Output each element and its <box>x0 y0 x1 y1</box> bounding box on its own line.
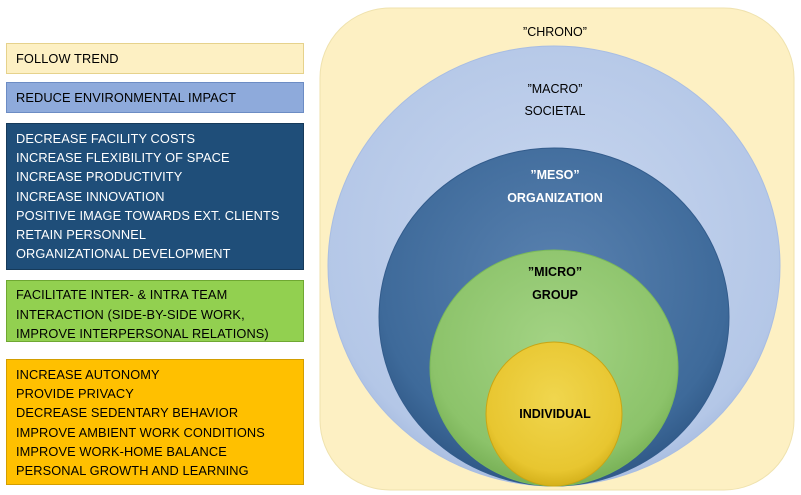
goal-item: INCREASE PRODUCTIVITY <box>16 169 183 185</box>
goal-item: FACILITATE INTER- & INTRA TEAM <box>16 287 228 302</box>
goal-item: IMPROVE AMBIENT WORK CONDITIONS <box>16 424 265 440</box>
goal-item: INTERACTION (SIDE-BY-SIDE WORK, <box>16 306 245 322</box>
goal-box-environment: REDUCE ENVIRONMENTAL IMPACT <box>6 82 304 113</box>
goal-item: INCREASE INNOVATION <box>16 188 165 204</box>
goal-item: DECREASE SEDENTARY BEHAVIOR <box>16 405 239 421</box>
meso-label: ”MESO” <box>530 168 580 182</box>
goal-item: IMPROVE INTERPERSONAL RELATIONS) <box>16 326 269 341</box>
goal-box-team: FACILITATE INTER- & INTRA TEAM INTERACTI… <box>6 280 304 342</box>
goal-item: REDUCE ENVIRONMENTAL IMPACT <box>16 90 237 105</box>
goal-box-trend: FOLLOW TREND <box>6 43 304 74</box>
chrono-label: ”CHRONO” <box>523 25 587 39</box>
organization-label: ORGANIZATION <box>507 191 603 205</box>
goal-box-individual: INCREASE AUTONOMY PROVIDE PRIVACY DECREA… <box>6 359 304 485</box>
goal-item: RETAIN PERSONNEL <box>16 227 147 243</box>
goal-item: INCREASE FLEXIBILITY OF SPACE <box>16 150 230 166</box>
goal-item: POSITIVE IMAGE TOWARDS EXT. CLIENTS <box>16 207 280 223</box>
goal-item: PERSONAL GROWTH AND LEARNING <box>16 463 249 479</box>
goal-item: INCREASE AUTONOMY <box>16 367 160 382</box>
group-label: GROUP <box>532 288 578 302</box>
macro-label: ”MACRO” <box>527 82 583 96</box>
goal-item: IMPROVE WORK-HOME BALANCE <box>16 443 227 459</box>
individual-level-shape <box>485 341 623 487</box>
individual-label: INDIVIDUAL <box>519 407 591 421</box>
societal-label: SOCIETAL <box>524 104 586 118</box>
goal-item: ORGANIZATIONAL DEVELOPMENT <box>16 246 231 262</box>
goal-item: DECREASE FACILITY COSTS <box>16 131 196 146</box>
micro-label: ”MICRO” <box>527 265 583 279</box>
goal-item: PROVIDE PRIVACY <box>16 386 134 402</box>
goal-item: FOLLOW TREND <box>16 51 119 66</box>
goal-box-organization: DECREASE FACILITY COSTS INCREASE FLEXIBI… <box>6 123 304 270</box>
